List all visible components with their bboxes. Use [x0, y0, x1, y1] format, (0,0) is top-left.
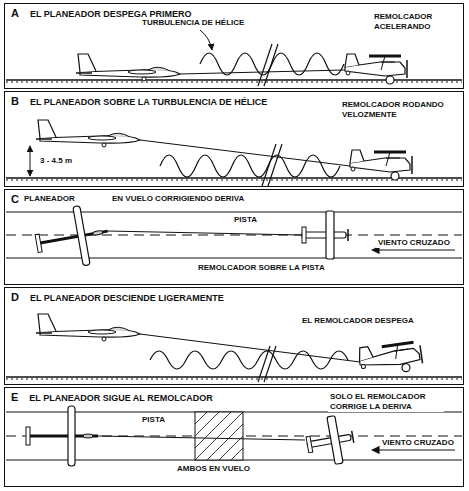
annotation-label: REMOLCADOR SOBRE LA PISTA [196, 263, 327, 273]
annotation-label: SOLO EL REMOLCADOR CORRIGE LA DERIVA [328, 392, 444, 412]
panel-a-art [6, 30, 462, 86]
annotation-label: VIENTO CRUZADO [376, 238, 452, 248]
panel-frame: D EL PLANEADOR DESCIENDE LIGERAMENTE [4, 287, 464, 385]
annotation-label: PISTA [140, 415, 167, 425]
annotation-label: TURBULENCIA DE HÉLICE [140, 18, 246, 28]
panel-e-art [6, 406, 462, 468]
panel-c-art [6, 202, 462, 274]
panel-letter: A [10, 7, 20, 19]
panel-letter: B [10, 95, 20, 107]
annotation-label: AMBOS EN VUELO [175, 464, 252, 474]
annotation-label: EN VUELO CORRIGIENDO DERIVA [110, 194, 246, 204]
annotation-label: VIENTO CRUZADO [380, 438, 456, 448]
panel-letter: D [10, 291, 20, 303]
panel-letter: E [10, 391, 19, 403]
annotation-label: 3 - 4.5 m [38, 156, 74, 166]
panel-title: EL PLANEADOR DESCIENDE LIGERAMENTE [28, 293, 226, 303]
annotation-label: PLANEADOR [22, 194, 77, 204]
annotation-label: REMOLCADOR RODANDO VELOZMENTE [340, 100, 449, 120]
panel-heading: D EL PLANEADOR DESCIENDE LIGERAMENTE [5, 288, 463, 303]
panel-d-art [6, 314, 462, 382]
annotation-label: PISTA [232, 215, 259, 225]
panel-title: EL PLANEADOR SIGUE AL REMOLCADOR [27, 393, 214, 403]
panel-title: EL PLANEADOR SOBRE LA TURBULENCIA DE HÉL… [28, 97, 269, 107]
panel-letter: C [10, 193, 20, 205]
annotation-label: EL REMOLCADOR DESPEGA [300, 316, 416, 326]
panel-b-art [6, 120, 462, 186]
annotation-label: REMOLCADOR ACELERANDO [372, 12, 448, 32]
